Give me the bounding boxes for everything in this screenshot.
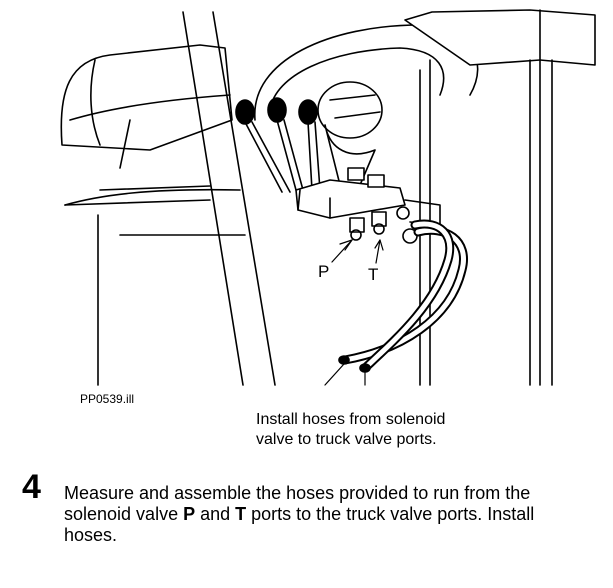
hose-callout: Install hoses from solenoid valve to tru… xyxy=(256,410,445,450)
mast-drawing xyxy=(119,11,276,386)
step-text-b: and xyxy=(195,504,236,524)
port-p-label: P xyxy=(318,262,330,281)
port-t-label: T xyxy=(368,265,379,284)
step-port-t: T xyxy=(235,504,247,524)
callout-line-1: Install hoses from solenoid xyxy=(256,411,446,428)
callout-line-2: valve to truck valve ports. xyxy=(256,431,437,448)
valve-block-drawing xyxy=(295,167,441,244)
step-number: 4 xyxy=(22,468,41,506)
step-instructions: Measure and assemble the hoses provided … xyxy=(64,483,584,546)
leader-lines xyxy=(324,239,384,386)
step-text-a: Measure and assemble the hoses provided … xyxy=(64,483,531,524)
control-levers-drawing xyxy=(235,97,321,193)
step-port-p: P xyxy=(183,504,196,524)
hoses-drawing xyxy=(338,219,468,373)
hose-installation-illustration xyxy=(60,9,596,386)
step-text-c: ports to the truck valve ports. Install … xyxy=(64,504,535,545)
seat-drawing xyxy=(60,44,241,386)
figure-id-label: PP0539.ill xyxy=(80,392,135,406)
